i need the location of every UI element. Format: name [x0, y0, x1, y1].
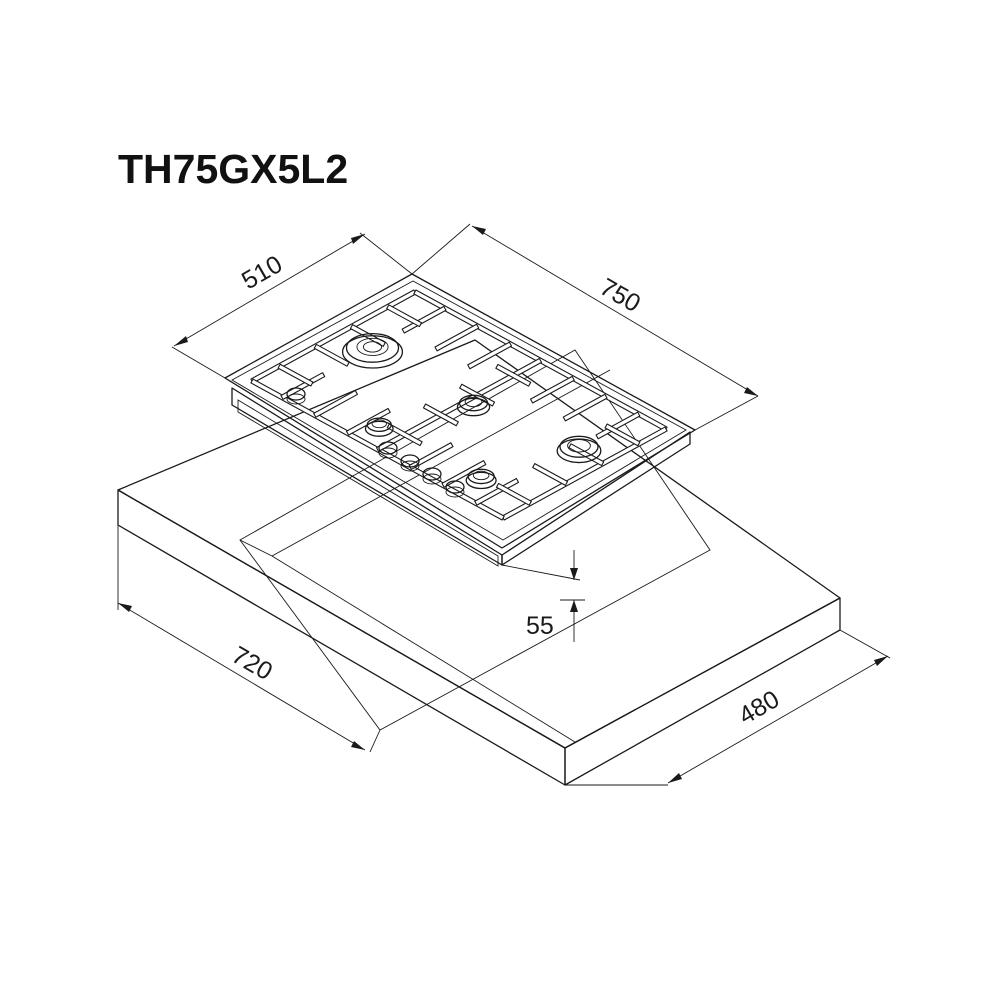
dim-label-480: 480	[734, 685, 784, 730]
grate-bar	[532, 463, 569, 486]
burner-base	[341, 335, 404, 369]
burner-cap	[345, 332, 400, 363]
knob	[378, 441, 398, 455]
grate-bar	[386, 423, 423, 447]
knob-base	[445, 486, 465, 498]
knob	[445, 480, 465, 494]
grate-bar	[422, 403, 459, 427]
dimension-750: 750	[411, 223, 759, 431]
burner-base	[364, 420, 394, 437]
burner-base	[556, 438, 602, 464]
grate-bar	[501, 426, 668, 521]
grate-bar	[604, 423, 641, 447]
knob	[400, 454, 420, 468]
burner-cap	[559, 435, 599, 458]
grate-bar	[375, 357, 543, 453]
burners	[341, 332, 602, 490]
grate-bar	[386, 304, 423, 328]
burner-inner	[362, 341, 383, 353]
burner-cap	[458, 394, 489, 412]
countertop	[117, 339, 841, 786]
burner-cap	[366, 417, 392, 433]
knob-base	[286, 393, 306, 405]
dimension-55: 55	[501, 550, 585, 642]
control-knobs	[286, 387, 465, 498]
dim-label-750: 750	[595, 273, 645, 318]
grate-bar	[495, 482, 532, 506]
burner-crown	[464, 396, 483, 408]
burner-base	[456, 397, 491, 417]
grate-bar	[313, 390, 358, 418]
knob-base	[378, 447, 398, 459]
grate-bar	[529, 375, 575, 404]
knob-base	[400, 460, 420, 472]
grate-bar	[467, 341, 513, 370]
burner-crown	[371, 419, 387, 429]
dimension-480: 480	[565, 629, 891, 786]
knob	[422, 467, 442, 481]
burner-crown	[567, 439, 591, 453]
burner-crown	[356, 337, 389, 356]
model-title: TH75GX5L2	[118, 146, 349, 192]
dim-label-510: 510	[237, 250, 287, 295]
grate-bar	[562, 393, 608, 422]
grate-bar	[595, 411, 641, 440]
grate-bar	[495, 363, 532, 387]
grate-bar	[277, 363, 314, 387]
grate-bar	[250, 289, 417, 384]
grate-bar	[434, 323, 480, 352]
dimension-720: 720	[117, 525, 381, 753]
knob	[286, 387, 306, 401]
grate-bar	[568, 443, 605, 467]
grate-bar	[401, 305, 447, 334]
burner-base	[465, 471, 497, 490]
burner-cap	[467, 468, 495, 485]
burner-crown	[472, 470, 490, 481]
dim-label-55: 55	[526, 612, 554, 640]
dim-label-720: 720	[227, 641, 277, 686]
knob-base	[422, 473, 442, 485]
